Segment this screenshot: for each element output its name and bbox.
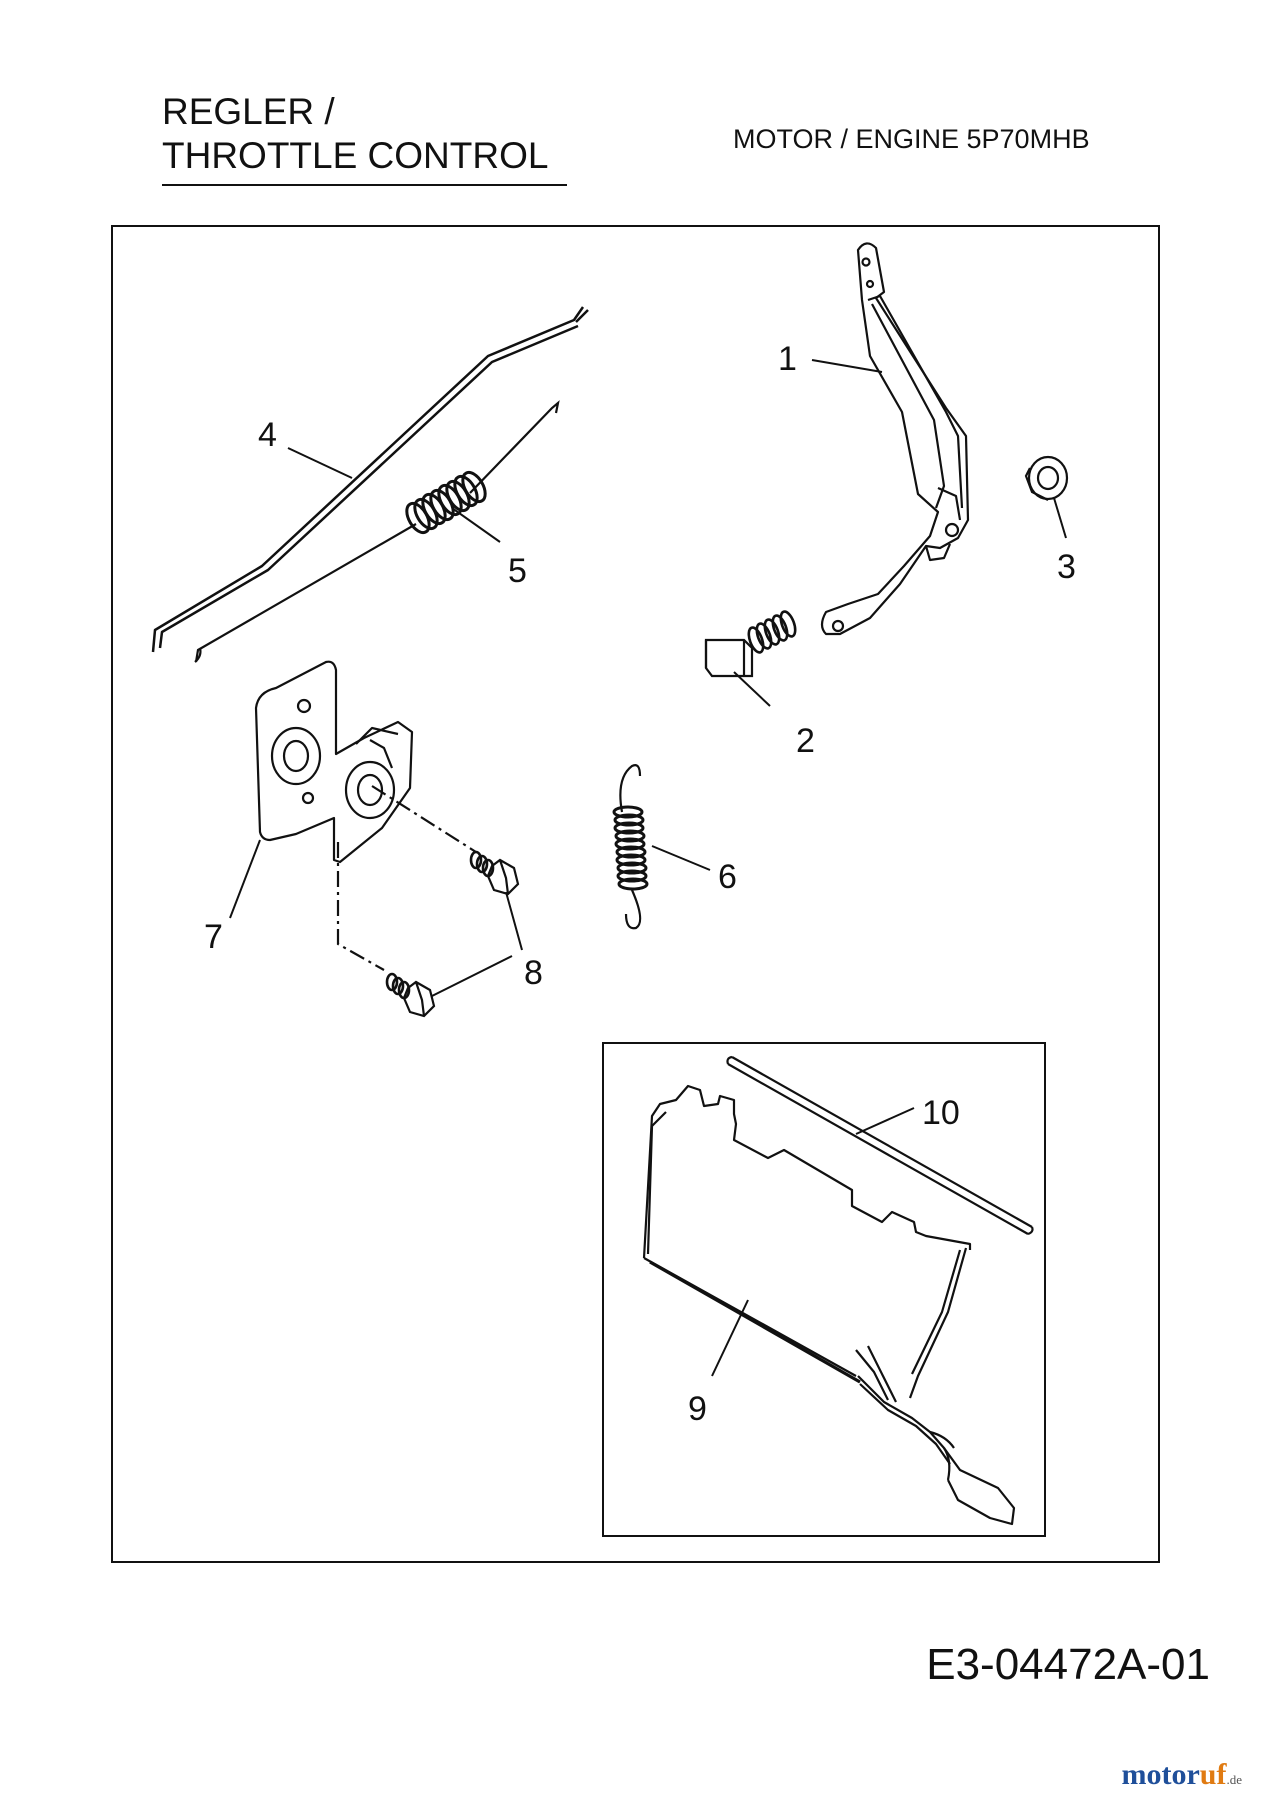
callout-8: 8 <box>524 954 543 992</box>
callout-1: 1 <box>778 340 797 378</box>
callout-7: 7 <box>204 918 223 956</box>
title-line-2: THROTTLE CONTROL <box>162 135 549 176</box>
callout-9: 9 <box>688 1390 707 1428</box>
idle-screw <box>704 610 797 678</box>
engine-label: MOTOR / ENGINE 5P70MHB <box>733 124 1090 154</box>
bracket-bolts <box>336 785 520 1018</box>
callout-10: 10 <box>922 1094 960 1132</box>
governor-lever <box>820 242 970 636</box>
callout-6: 6 <box>718 858 737 896</box>
title-line-1: REGLER / <box>162 91 335 132</box>
inset-frame <box>602 1042 1046 1537</box>
rod <box>726 1055 1034 1236</box>
watermark-accent: uf <box>1199 1758 1227 1791</box>
callout-4: 4 <box>258 416 277 454</box>
callout-3: 3 <box>1057 548 1076 586</box>
diagram-frame <box>111 225 1160 1563</box>
watermark-logo: motoruf.de <box>1121 1758 1242 1792</box>
extension-spring <box>612 764 649 930</box>
page-title: REGLER / THROTTLE CONTROL <box>162 90 548 178</box>
flange-nut <box>1024 455 1069 501</box>
drawing-code: E3-04472A-01 <box>926 1640 1210 1689</box>
throttle-rod <box>151 306 589 653</box>
watermark-tld: .de <box>1226 1772 1242 1787</box>
callout-labels: 1 2 3 4 5 6 7 8 9 10 <box>204 340 1076 1428</box>
governor-spring <box>194 400 560 663</box>
callout-5: 5 <box>508 552 527 590</box>
title-underline <box>162 184 567 186</box>
leader-lines <box>229 359 1067 1377</box>
callout-2: 2 <box>796 722 815 760</box>
guide-plate <box>642 1084 1016 1526</box>
watermark-brand: motor <box>1121 1758 1200 1791</box>
governor-bracket <box>254 660 414 864</box>
